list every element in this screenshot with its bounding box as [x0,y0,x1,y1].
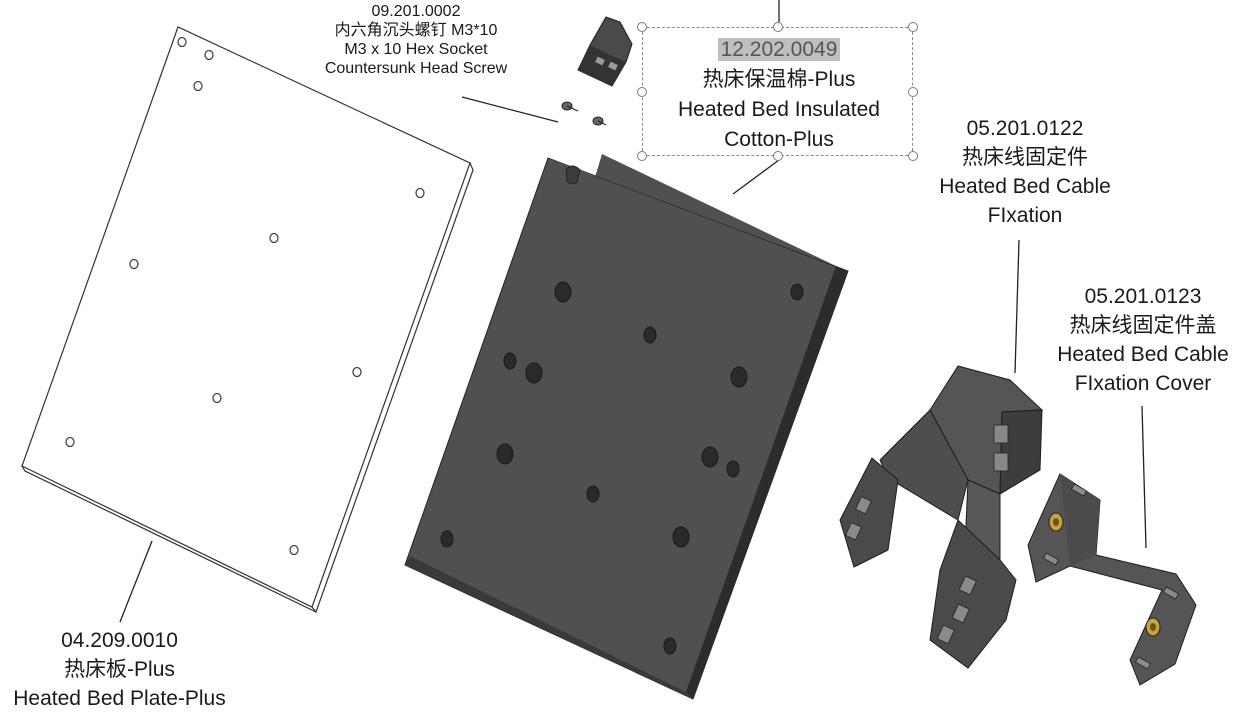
bed-plate-name-cn: 热床板-Plus [64,657,175,681]
cable-cover-name-en-1: Heated Bed Cable [1057,342,1229,366]
cable-clip-small [577,16,633,87]
resize-handle-tm[interactable] [773,22,783,32]
resize-handle-mr[interactable] [908,87,918,97]
cable-cover-label: 05.201.0123 热床线固定件盖 Heated Bed Cable FIx… [1046,283,1240,399]
countersunk-screws [561,101,607,126]
insulation-leader [732,159,780,195]
cable-fixation-cover [1027,473,1197,686]
cable-fixation-name-en-1: Heated Bed Cable [939,174,1111,198]
insulation-name-en-2: Cotton-Plus [724,128,834,152]
bed-plate-leader [119,540,153,623]
insulation-label[interactable]: 12.202.0049 热床保温棉-Plus Heated Bed Insula… [648,35,910,155]
screw-name-en-1: M3 x 10 Hex Socket [344,40,488,58]
cable-cover-part-number: 05.201.0123 [1084,285,1202,308]
insulation-name-en-1: Heated Bed Insulated [678,98,880,122]
bed-plate-part-number: 04.209.0010 [61,629,178,652]
resize-handle-tl[interactable] [637,22,647,32]
screw-part-number: 09.201.0002 [371,3,461,20]
cable-fixation-bracket [839,365,1044,669]
resize-handle-bl[interactable] [637,151,647,161]
cable-cover-name-en-2: FIxation Cover [1074,371,1212,395]
cable-fixation-name-cn: 热床线固定件 [962,145,1088,169]
cable-fixation-label: 05.201.0122 热床线固定件 Heated Bed Cable FIxa… [922,115,1128,231]
resize-handle-bm[interactable] [773,151,783,161]
screw-name-en-2: Countersunk Head Screw [324,59,508,77]
cable-cover-name-cn: 热床线固定件盖 [1069,313,1217,337]
heated-bed-plate [21,26,474,614]
cable-fixation-name-en-2: FIxation [987,203,1063,227]
insulation-cotton [404,154,849,700]
cable-fixation-leader [1014,239,1020,374]
resize-handle-br[interactable] [908,151,918,161]
insulation-part-number: 12.202.0049 [717,38,841,61]
resize-handle-tr[interactable] [908,22,918,32]
insulation-name-cn: 热床保温棉-Plus [702,68,856,92]
cable-fixation-part-number: 05.201.0122 [966,117,1084,140]
screw-name-cn: 内六角沉头螺钉 M3*10 [334,21,498,39]
screw-label: 09.201.0002 内六角沉头螺钉 M3*10 M3 x 10 Hex So… [306,3,526,79]
bed-plate-name-en: Heated Bed Plate-Plus [13,686,226,710]
resize-handle-ml[interactable] [637,87,647,97]
bed-plate-label: 04.209.0010 热床板-Plus Heated Bed Plate-Pl… [2,627,237,714]
cable-cover-leader [1141,405,1147,549]
screw-leader [461,96,559,123]
